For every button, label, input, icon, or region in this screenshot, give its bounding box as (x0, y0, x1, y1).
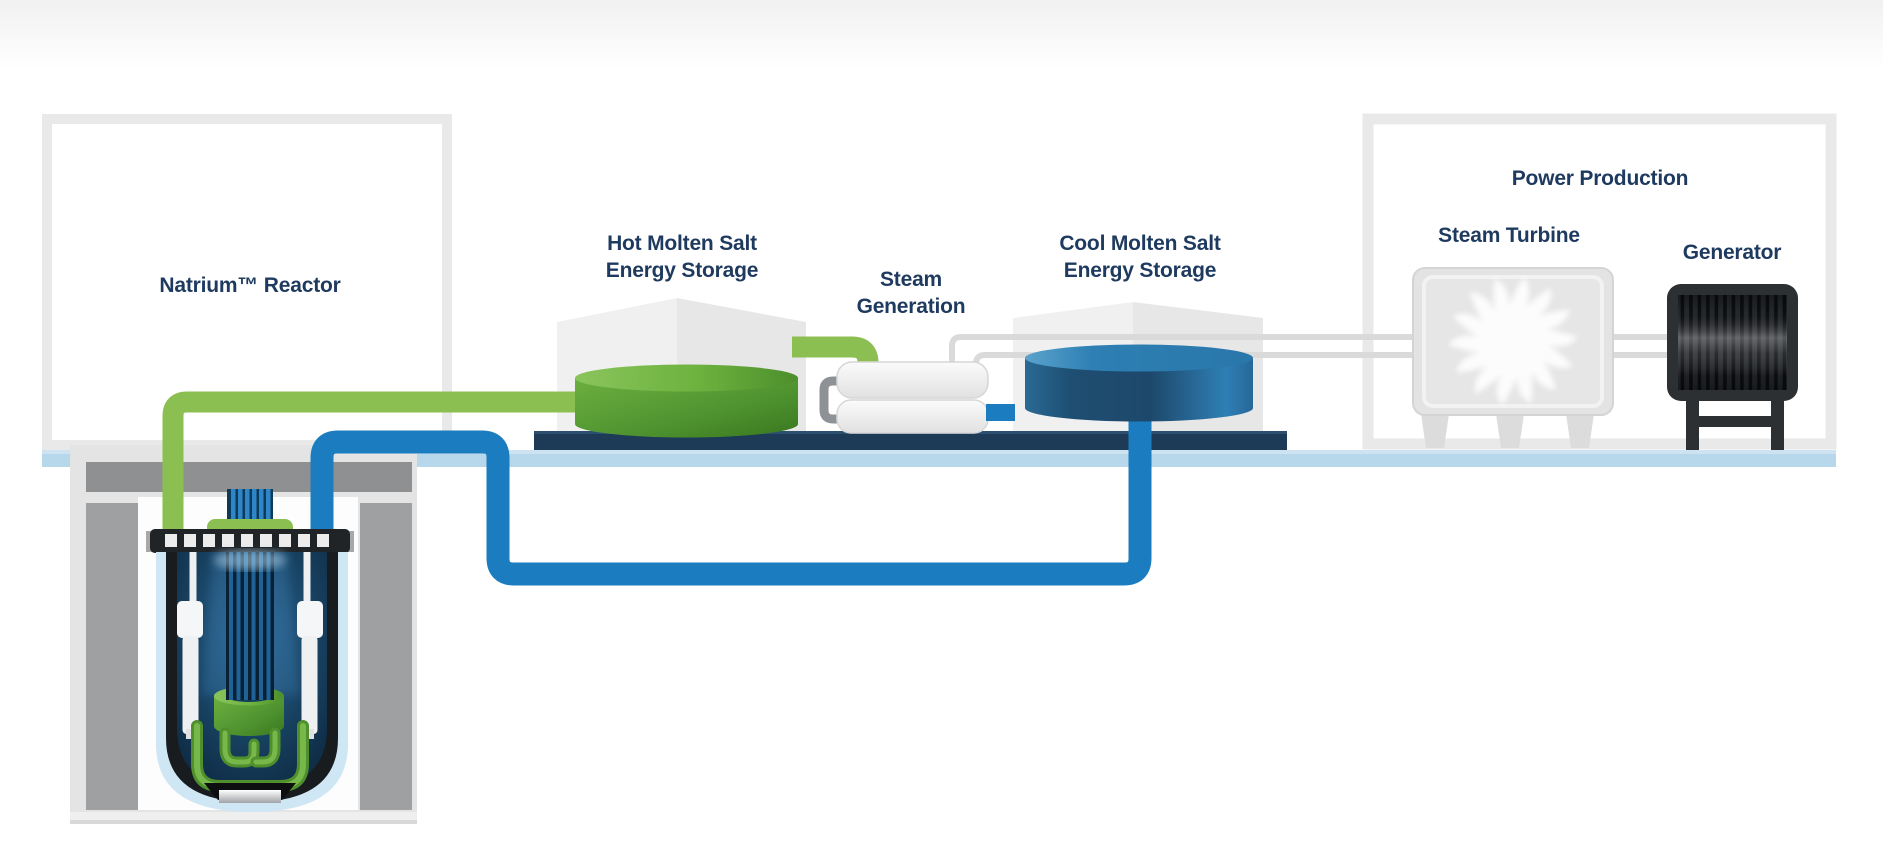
steam-generation-label-line2: Generation (856, 295, 966, 318)
pit-pillar-right (360, 503, 412, 810)
generator-label: Generator (1682, 241, 1782, 264)
hot-storage-label-line1: Hot Molten Salt (607, 232, 757, 255)
reactor-building-box (42, 114, 452, 450)
steam-generation-label-line1: Steam (879, 268, 943, 291)
pit-pillar-left (86, 503, 138, 810)
cool-salt-pipe (310, 418, 1152, 586)
reactor-vessel (146, 489, 354, 812)
steam-generator-bracket (819, 376, 846, 424)
hot-storage-label-line2: Energy Storage (605, 259, 759, 282)
cool-storage-label: Cool Molten Salt Energy Storage (990, 230, 1290, 284)
generator-unit (1667, 284, 1798, 450)
control-rod-stubs (227, 489, 273, 523)
steam-generation-label: Steam Generation (786, 266, 1036, 320)
fuel-rod-bundle (214, 550, 286, 700)
steam-generator (819, 361, 1015, 434)
steam-generator-blue-stub (986, 404, 1015, 421)
vessel-head-flange (146, 529, 354, 553)
cool-storage-label-line1: Cool Molten Salt (1059, 232, 1221, 255)
control-rod-drive-left (177, 552, 203, 739)
hot-salt-tank (575, 364, 798, 438)
control-rod-drive-right (297, 552, 323, 739)
pit-rim (86, 462, 412, 492)
reactor-label: Natrium™ Reactor (159, 274, 341, 297)
hot-storage-label: Hot Molten Salt Energy Storage (532, 230, 832, 284)
steam-turbine-unit (1412, 267, 1614, 448)
background-top-fade (0, 0, 1883, 70)
vessel-base (204, 783, 296, 803)
power-production-label: Power Production (1511, 167, 1689, 190)
cool-salt-tank (1025, 344, 1253, 422)
turbine-fan-icon (1447, 276, 1579, 406)
steam-turbine-label: Steam Turbine (1438, 224, 1580, 247)
cool-storage-label-line2: Energy Storage (1063, 259, 1217, 282)
